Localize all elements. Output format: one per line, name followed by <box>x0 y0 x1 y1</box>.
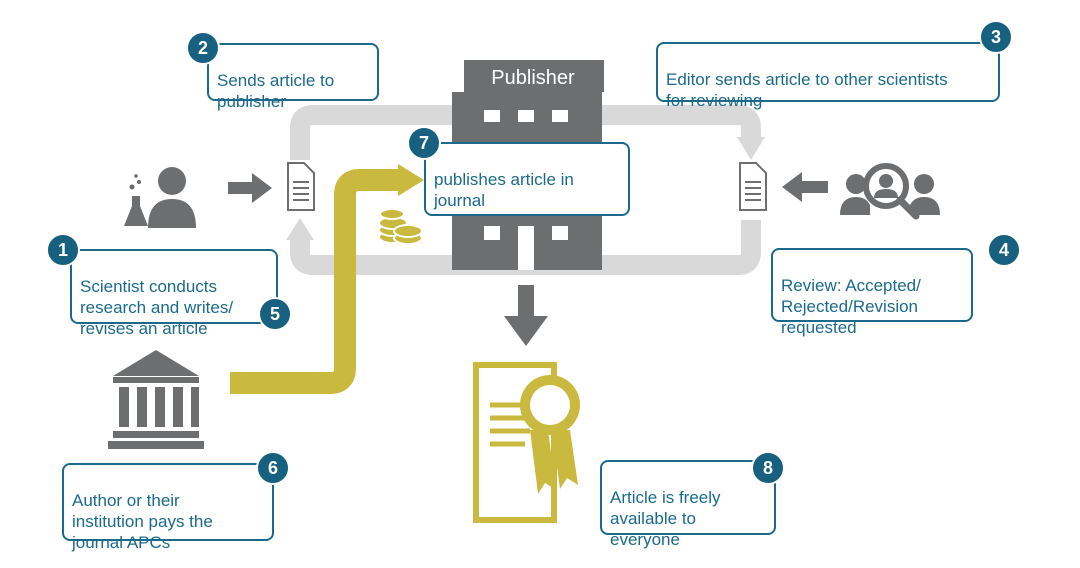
arrow-to-reviewer-document <box>782 172 828 202</box>
step-3-box: Editor sends article to other scientists… <box>656 42 1000 110</box>
step-4-box: Review: Accepted/ Rejected/Revision requ… <box>771 248 973 337</box>
scientist-icon <box>124 167 196 228</box>
payment-path <box>230 164 424 394</box>
step-7-badge: 7 <box>407 126 441 160</box>
step-6-text: Author or their institution pays the jou… <box>72 491 213 552</box>
step-6-box: Author or their institution pays the jou… <box>62 463 274 552</box>
step-5-badge: 5 <box>258 297 292 331</box>
reviewers-icon <box>840 163 940 220</box>
step-1-box: Scientist conducts research and writes/ … <box>70 249 278 338</box>
step-6-badge: 6 <box>256 451 290 485</box>
step-3-badge: 3 <box>979 20 1013 54</box>
step-2-text: Sends article to publisher <box>217 71 335 111</box>
coins-icon <box>378 208 423 245</box>
step-8-text: Article is freely available to everyone <box>610 488 721 549</box>
step-2-badge: 2 <box>186 31 220 65</box>
arrow-down-to-public <box>504 285 548 346</box>
step-2-box: Sends article to publisher <box>207 43 379 111</box>
step-8-badge: 8 <box>751 451 785 485</box>
step-8-box: Article is freely available to everyone <box>600 460 776 549</box>
step-4-text: Review: Accepted/ Rejected/Revision requ… <box>781 276 921 337</box>
document-icon <box>739 162 767 211</box>
step-3-text: Editor sends article to other scientists… <box>666 70 948 110</box>
step-7-box: publishes article in journal <box>424 142 630 216</box>
document-icon <box>287 162 315 211</box>
certificate-icon <box>473 362 580 523</box>
institution-icon <box>108 350 204 449</box>
step-7-text: publishes article in journal <box>434 170 574 210</box>
step-1-badge: 1 <box>46 233 80 267</box>
step-1-text: Scientist conducts research and writes/ … <box>80 277 234 338</box>
arrow-to-document <box>228 173 272 203</box>
step-4-badge: 4 <box>987 233 1021 267</box>
publisher-label: Publisher <box>491 67 575 89</box>
